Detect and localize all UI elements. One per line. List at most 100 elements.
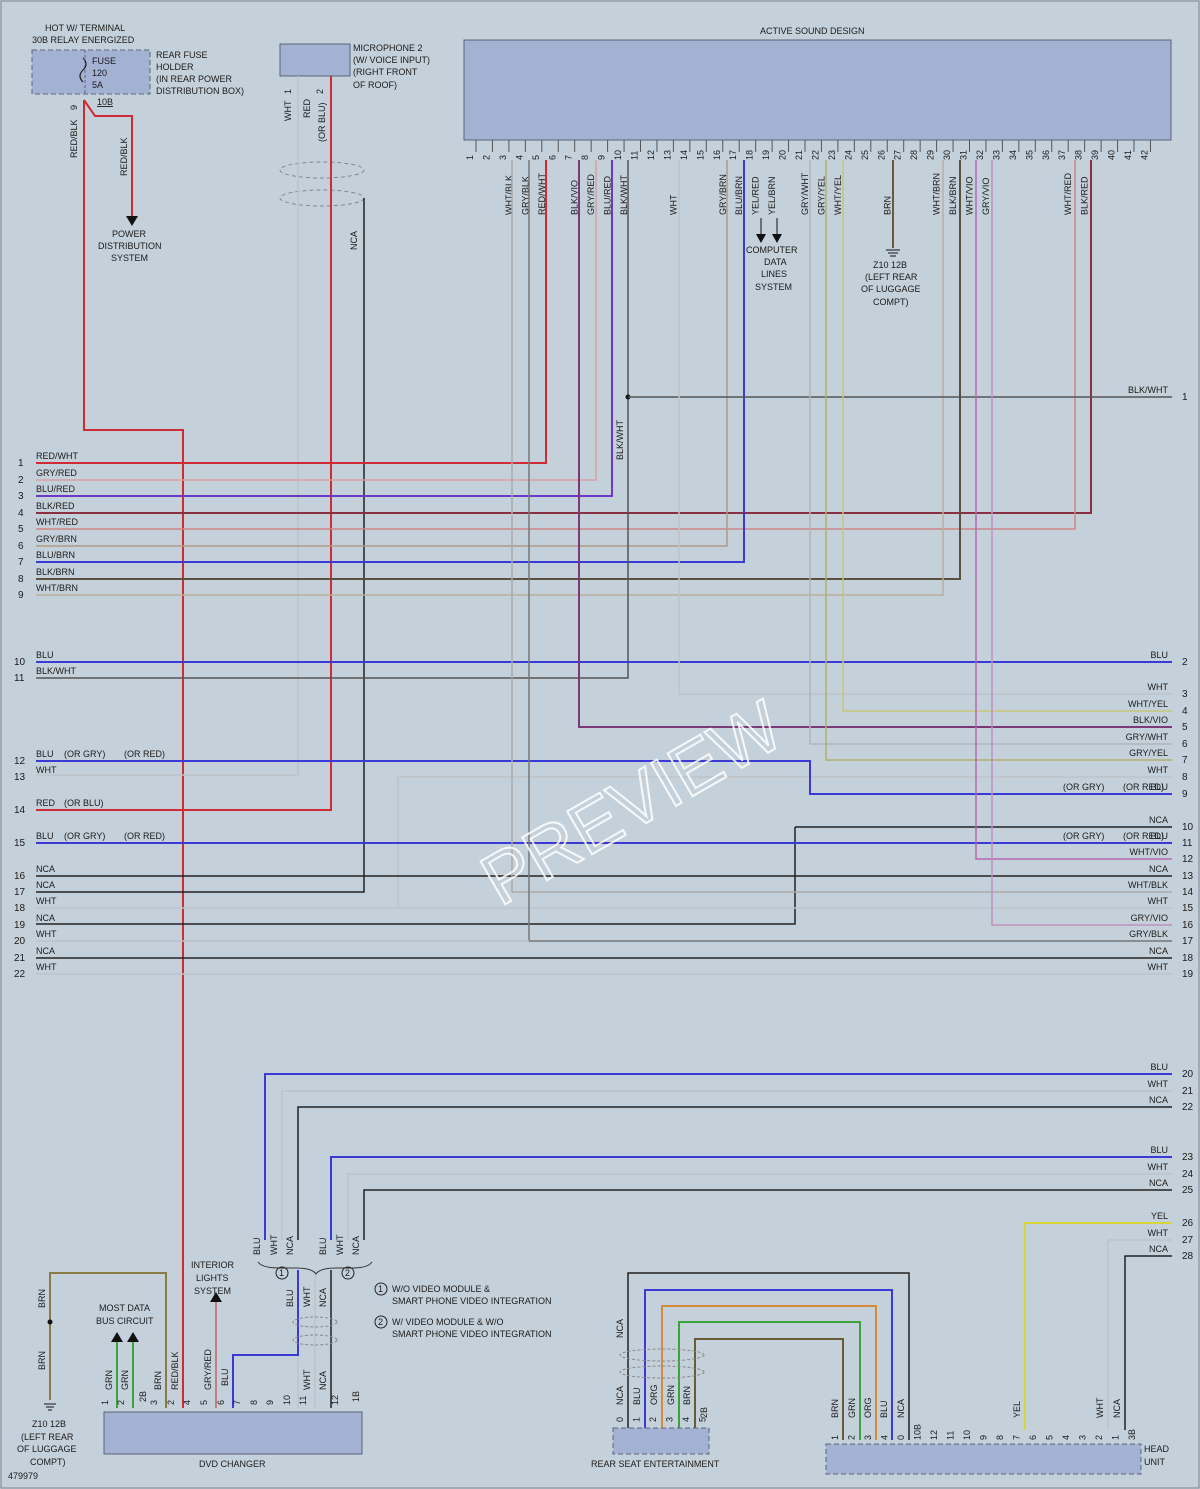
head-unit-label-2: UNIT: [1144, 1457, 1165, 1467]
asd-pin: 25: [860, 150, 870, 160]
wire-wht-yel: [842, 160, 1172, 712]
dvd-pin: 1: [100, 1400, 110, 1405]
wire-yel-26: [1024, 1222, 1172, 1430]
dvd-pin: 4: [182, 1400, 192, 1405]
arrow-down-icon: [756, 234, 766, 243]
right-wire-number: 21: [1182, 1086, 1194, 1097]
asd-pin: 24: [843, 150, 853, 160]
left-wire-number: 11: [14, 673, 25, 684]
dvd-wire-gry-red: GRY/RED: [203, 1349, 213, 1390]
hu-pin: 10B: [913, 1424, 923, 1440]
asd-wire-label: WHT: [668, 194, 678, 215]
wire-blk-brn: [36, 160, 961, 580]
left-wire-number: 20: [14, 936, 26, 947]
asd-title: ACTIVE SOUND DESIGN: [760, 26, 865, 36]
rse-pin: 2: [648, 1417, 658, 1422]
right-wire-number: 10: [1182, 822, 1194, 833]
rse-pin: 3: [665, 1417, 675, 1422]
right-wire-number: 19: [1182, 969, 1194, 980]
right-wire-number: 12: [1182, 854, 1194, 865]
asd-pin: 17: [728, 150, 738, 160]
fuse-rating: 5A: [92, 80, 103, 90]
asd-wire-label: YEL/RED: [751, 176, 761, 215]
interior-lights-1: INTERIOR: [191, 1260, 235, 1270]
right-wire-label: BLK/VIO: [1133, 715, 1168, 725]
cdl-label-3: LINES: [761, 269, 787, 279]
left-wire-label: GRY/RED: [36, 468, 77, 478]
asd-pin: 39: [1090, 150, 1100, 160]
right-wire-label: BLU: [1150, 1145, 1168, 1155]
rse-pin: 1: [632, 1417, 642, 1422]
asd-wire-label: WHT/RED: [1063, 173, 1073, 215]
right-wire-number: 25: [1182, 1185, 1194, 1196]
pds-label-1: POWER: [112, 229, 147, 239]
mic-label-2: (W/ VOICE INPUT): [353, 55, 430, 65]
left-wire-label: BLU/RED: [36, 484, 76, 494]
right-wire-number: 5: [1182, 722, 1188, 733]
cdl-label-4: SYSTEM: [755, 282, 792, 292]
interior-lights-2: LIGHTS: [196, 1273, 229, 1283]
shield-top-icon: [279, 161, 365, 179]
wire-wht-blk: [511, 160, 1172, 893]
mic-label-1: MICROPHONE 2: [353, 43, 423, 53]
right-wire-label: WHT: [1148, 765, 1169, 775]
left-wire-number: 14: [14, 805, 26, 816]
mic-red-wire: [36, 76, 332, 811]
wire-blu-12-9: [36, 760, 1172, 795]
wire-gry-vio: [991, 160, 1172, 926]
right-wire-label: NCA: [1149, 1244, 1168, 1254]
fuse-label: FUSE: [92, 56, 116, 66]
asd-pin: 32: [975, 150, 985, 160]
asd-pin: 19: [761, 150, 771, 160]
dvd-pin: 7: [232, 1400, 242, 1405]
mic-label-4: OF ROOF): [353, 80, 397, 90]
asd-wire-label: BRN: [882, 196, 892, 215]
hu-wire-brn: BRN: [830, 1399, 840, 1418]
left-wire-label: RED: [36, 798, 56, 808]
right-wire-label: NCA: [1149, 1095, 1168, 1105]
right-wire-label: WHT/BLK: [1128, 880, 1168, 890]
right-wire-label: GRY/WHT: [1126, 732, 1169, 742]
dvd-up-wire-wht-2: WHT: [335, 1234, 345, 1255]
wire-grn-rse: [678, 1321, 861, 1440]
dvd-mid-wht: WHT: [302, 1286, 312, 1307]
dvd-pin: 8: [249, 1400, 259, 1405]
asd-pin: 37: [1057, 150, 1067, 160]
left-wire-number: 2: [18, 475, 24, 486]
right-wire-label: BLU: [1150, 831, 1168, 841]
right-wire-label: NCA: [1149, 1178, 1168, 1188]
dvd-wire-nca: NCA: [318, 1371, 328, 1390]
asd-pin: 29: [926, 150, 936, 160]
right-wire-label: WHT: [1148, 1079, 1169, 1089]
fuse-hot-label: HOT W/ TERMINAL: [45, 23, 125, 33]
rse-wire-brn: BRN: [682, 1386, 692, 1405]
shield-icon: [292, 1316, 338, 1328]
pds-label-2: DISTRIBUTION: [98, 241, 162, 251]
right-wire-label: GRY/VIO: [1131, 913, 1168, 923]
left-wire-number: 13: [14, 772, 26, 783]
right-wire-number: 23: [1182, 1152, 1194, 1163]
fuse-wire-1: RED/BLK: [69, 119, 79, 158]
hu-wire-nca-2: NCA: [1112, 1399, 1122, 1418]
left-wire-number: 7: [18, 557, 24, 568]
dvd-ground-3: OF LUGGAGE: [17, 1444, 77, 1454]
asd-pin: 6: [547, 155, 557, 160]
mic-wire-2-alt: (OR BLU): [317, 102, 327, 142]
mic-wire-1: WHT: [283, 100, 293, 121]
wire-nca-25: [363, 1189, 1172, 1240]
asd-pin: 31: [959, 150, 969, 160]
wire-blu-red: [36, 160, 613, 497]
asd-pin: 14: [679, 150, 689, 160]
left-wire-number: 3: [18, 491, 24, 502]
option-circle-2: 2: [345, 1268, 350, 1278]
right-wire-number: 2: [1182, 657, 1188, 668]
left-wire-label: GRY/BRN: [36, 534, 77, 544]
option-circle-1: 1: [279, 1268, 284, 1278]
hu-pin: 2: [1094, 1435, 1104, 1440]
wire-blu-20: [264, 1073, 1172, 1240]
wire-wht-red: [36, 160, 1076, 530]
left-edge-labels: RED/WHT1GRY/RED2BLU/RED3BLK/RED4WHT/RED5…: [14, 451, 78, 980]
interior-lights-3: SYSTEM: [194, 1286, 231, 1296]
